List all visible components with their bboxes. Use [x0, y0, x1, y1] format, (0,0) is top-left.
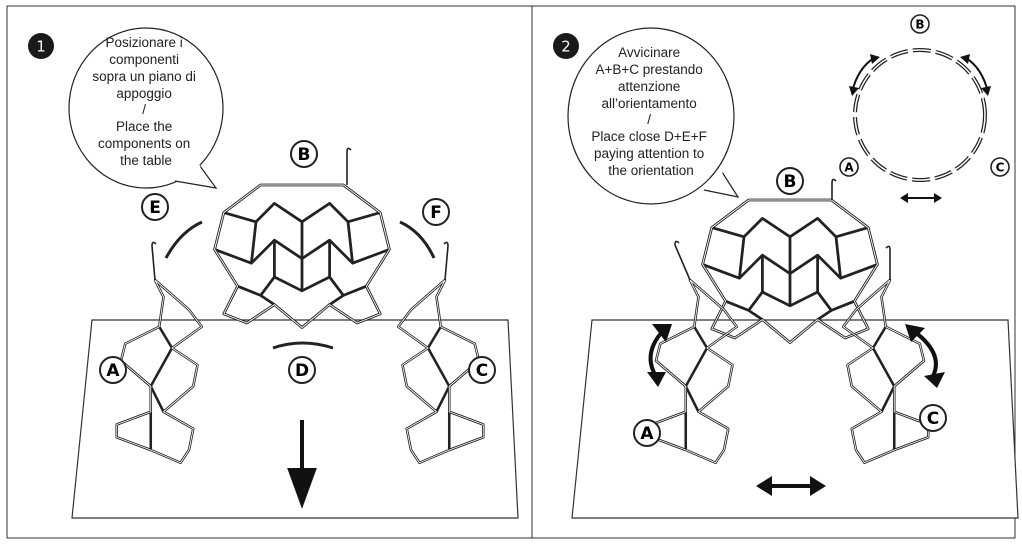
component-a-pin	[151, 241, 157, 281]
component-b-pin-2	[831, 178, 837, 200]
svg-text:B: B	[915, 18, 924, 32]
label-f: F	[422, 198, 450, 226]
component-c-pin	[443, 241, 449, 281]
arrowhead-icon	[756, 476, 826, 496]
component-d-piece	[272, 341, 334, 350]
down-arrow-icon	[287, 420, 317, 509]
svg-text:A: A	[844, 161, 854, 175]
bubble-text: Posizionare i componenti sopra un piano …	[92, 35, 199, 168]
label-c-2: C	[919, 404, 947, 432]
component-a-pin-2	[674, 240, 691, 281]
component-f-piece	[399, 220, 436, 259]
step-badge	[28, 33, 54, 59]
svg-text:D: D	[295, 361, 309, 381]
step-number-2: 2	[561, 38, 571, 56]
arrowhead-icon	[960, 54, 991, 96]
component-c-pin-2	[885, 245, 891, 280]
speech-bubble: Posizionare i componenti sopra un piano …	[68, 27, 224, 189]
label-a: A	[99, 356, 127, 384]
svg-text:B: B	[298, 145, 311, 165]
svg-text:E: E	[149, 198, 161, 218]
outer-frame	[6, 5, 1016, 539]
svg-text:A: A	[106, 361, 120, 381]
svg-text:F: F	[430, 203, 442, 223]
label-a-2: A	[633, 419, 661, 447]
svg-text:C: C	[927, 409, 939, 429]
arrowhead-icon	[905, 324, 945, 388]
mini-label-b: B	[910, 14, 930, 34]
label-c: C	[468, 356, 496, 384]
top-view-diagram: B A C	[839, 14, 1010, 203]
mini-label-c: C	[990, 157, 1010, 177]
label-b: B	[290, 140, 318, 168]
svg-text:C: C	[476, 361, 488, 381]
svg-text:C: C	[996, 161, 1005, 175]
svg-text:A: A	[640, 424, 654, 444]
bubble-text-2: Avvicinare A+B+C prestando attenzione al…	[591, 45, 710, 178]
component-b-frame	[213, 183, 391, 329]
step-number: 1	[36, 38, 46, 56]
component-e-piece	[164, 220, 203, 259]
panel-2: 2 Avvicinare A+B+C prestando attenzione …	[553, 14, 1019, 519]
speech-bubble-2: Avvicinare A+B+C prestando attenzione al…	[567, 27, 740, 205]
arrowhead-icon	[647, 324, 672, 387]
step-badge-2	[553, 33, 579, 59]
mini-label-a: A	[839, 157, 859, 177]
label-b-2: B	[776, 167, 804, 195]
label-d: D	[288, 356, 316, 384]
panel-1: 1 Posizionare i componenti sopra un pian…	[28, 27, 519, 519]
svg-text:B: B	[784, 172, 797, 192]
label-e: E	[141, 193, 169, 221]
arrowhead-icon	[849, 54, 880, 96]
table-surface	[71, 319, 519, 519]
component-b-pin	[346, 147, 352, 185]
table-surface-2	[571, 319, 1019, 519]
